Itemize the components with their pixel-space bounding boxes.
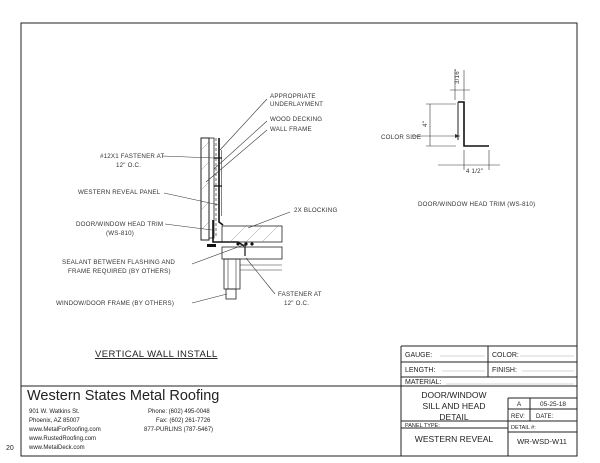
label-window-frame: WINDOW/DOOR FRAME (BY OTHERS) [56,300,174,307]
field-finish: FINISH: [492,367,517,374]
label-fastener-bottom-2: 12" O.C. [284,300,309,307]
label-head-trim-1: DOOR/WINDOW HEAD TRIM [76,221,163,228]
company-web-1: www.MetalForRoofing.com [28,427,101,433]
rev-label: REV: [511,414,525,420]
wall-section-detail [200,137,283,300]
label-head-trim-2: (WS-810) [106,230,134,237]
panel-type-label: PANEL TYPE: [405,423,440,429]
rev-value: A [517,401,522,408]
label-fastener-top-1: #12X1 FASTENER AT [100,153,165,160]
panel-type-value: WESTERN REVEAL [415,434,494,444]
label-fastener-top-2: 12" O.C. [116,162,141,169]
company-phone: Phone: (602) 495-0048 [148,409,210,415]
title-line-1: DOOR/WINDOW [421,390,486,400]
label-reveal-panel: WESTERN REVEAL PANEL [78,189,161,196]
date-value: 05-25-18 [540,401,566,408]
color-side-label: COLOR SIDE [381,134,421,141]
title-block [21,345,577,456]
profile-caption: DOOR/WINDOW HEAD TRIM (WS-810) [418,201,535,208]
label-underlayment-2: UNDERLAYMENT [270,101,323,108]
field-material: MATERIAL: [405,379,441,386]
company-web-2: www.RustedRoofing.com [28,436,96,442]
title-line-3: DETAIL [439,412,468,422]
company-web-3: www.MetalDeck.com [28,445,85,451]
title-line-2: SILL AND HEAD [423,401,486,411]
trim-profile [412,70,500,170]
date-label: DATE: [536,414,554,420]
sheet-border [20,22,578,457]
label-underlayment-1: APPROPRIATE [270,93,316,100]
label-wood-decking: WOOD DECKING [270,116,322,123]
dim-side: 4" [422,121,429,127]
company-name: Western States Metal Roofing [27,388,219,404]
field-length: LENGTH: [405,367,435,374]
callout-labels: APPROPRIATE UNDERLAYMENT WOOD DECKING WA… [56,93,337,307]
company-address-1: 901 W. Watkins St. [29,409,80,415]
detail-label: DETAIL #: [511,425,536,431]
dim-bottom: 4 1/2" [466,168,483,175]
field-color: COLOR: [492,352,519,359]
company-fax: Fax: (602) 261-7726 [156,418,211,424]
company-address-2: Phoenix, AZ 85007 [29,418,80,424]
label-blocking: 2X BLOCKING [294,207,337,214]
label-sealant-1: SEALANT BETWEEN FLASHING AND [62,259,175,266]
page-number: 20 [6,445,14,452]
label-wall-frame: WALL FRAME [270,126,312,133]
detail-value: WR-WSD-W11 [517,437,567,446]
dim-top: 3/16" [454,69,461,84]
label-sealant-2: FRAME REQUIRED (BY OTHERS) [68,268,171,275]
view-title: VERTICAL WALL INSTALL [95,349,218,360]
field-gauge: GAUGE: [405,352,432,359]
label-fastener-bottom-1: FASTENER AT [278,291,322,298]
leader-lines [161,98,291,304]
company-tollfree: 877-PURLINS (787-5467) [144,427,213,433]
